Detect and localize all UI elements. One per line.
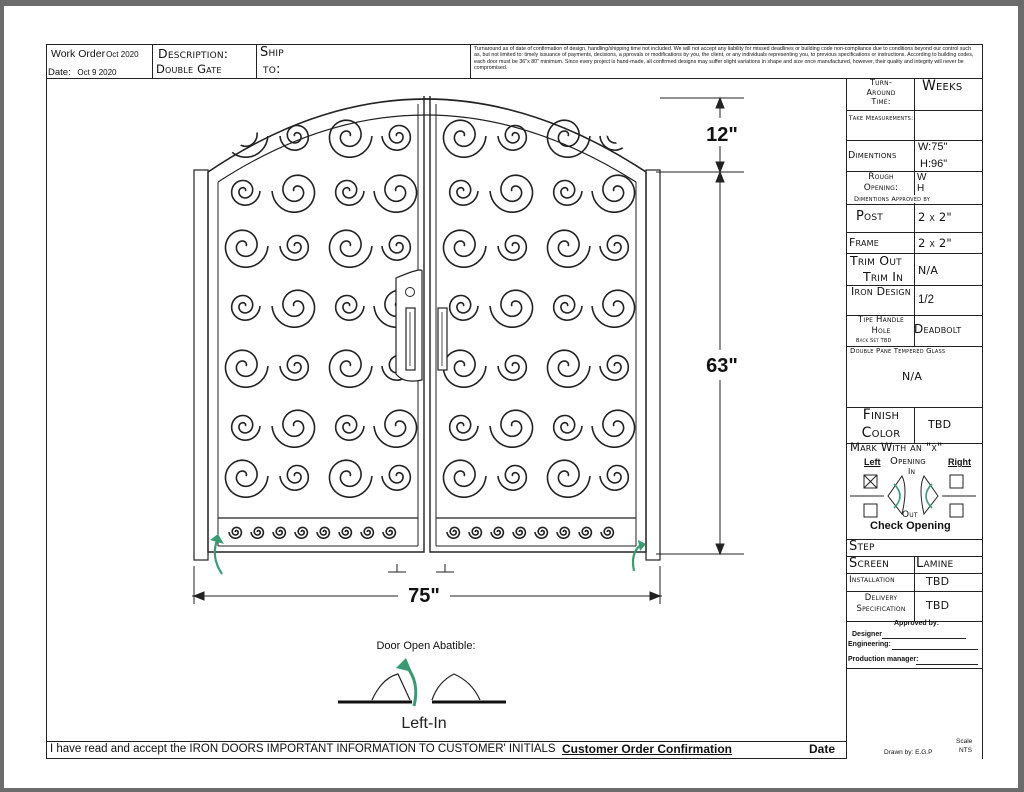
spec-column	[846, 78, 983, 759]
disclaimer-box	[470, 44, 983, 79]
footer-date-label: Date	[809, 742, 836, 756]
date-value: Oct 9 2020	[77, 68, 117, 77]
ship-label: Ship	[260, 45, 284, 60]
date-label: Date: Oct 9 2020	[48, 67, 117, 78]
sheet-border	[46, 44, 983, 759]
work-order-box	[46, 44, 153, 79]
confirmation-label: Customer Order Confirmation	[562, 742, 733, 756]
description-label: Description:	[158, 46, 229, 61]
description-box	[152, 44, 257, 79]
ship-to-box	[256, 44, 471, 79]
ship-to-label: to:	[263, 62, 281, 77]
work-order-value: Oct 2020	[106, 50, 139, 59]
drawn-by: Drawn by: E.G.P	[884, 749, 933, 756]
description-value: Double Gate	[156, 62, 222, 76]
work-order-label: Work OrderOct 2020	[51, 48, 139, 60]
scale-label: Scale	[956, 738, 973, 745]
footer-bar	[46, 741, 847, 759]
scale-value: NTS	[959, 747, 972, 754]
drawing-sheet: Work OrderOct 2020 Date: Oct 9 2020 Desc…	[4, 6, 1018, 788]
acceptance-text: I have read and accept the IRON DOORS IM…	[50, 743, 556, 755]
disclaimer-text: Turnaround as of date of confirmation of…	[474, 46, 974, 72]
